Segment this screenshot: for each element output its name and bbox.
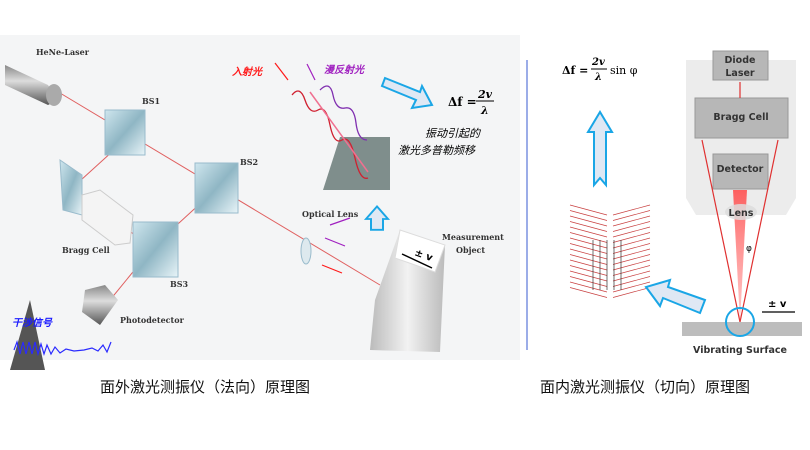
fringe-line [612, 254, 651, 265]
fringe-line [612, 226, 651, 238]
optical-lens-label: Optical Lens [302, 209, 359, 219]
fringe-line [569, 254, 608, 265]
lens-element [725, 204, 757, 220]
bs2-label: BS2 [240, 157, 258, 167]
right-formula-tail: sin φ [610, 64, 638, 77]
object-label-line2: Object [456, 245, 485, 255]
right-formula-numerator: 2v [591, 57, 605, 68]
fringe-line [569, 226, 608, 238]
vibrating-surface-label: Vibrating Surface [693, 345, 787, 356]
fringe-line [569, 276, 608, 287]
laser-beams [701, 82, 779, 323]
fringe-line [569, 232, 608, 243]
incident-light-label: 入射光 [231, 66, 263, 78]
left-arrow-icon [644, 278, 707, 315]
fringe-line [612, 232, 651, 243]
scattered-beam [733, 190, 747, 322]
detector-label: Detector [717, 164, 764, 175]
fringe-line [569, 210, 608, 221]
angle-label: φ [746, 244, 752, 254]
incident-arrow-small [321, 264, 343, 274]
photodetector-label: Photodetector [120, 315, 185, 325]
bragg-cell-label: Bragg Cell [62, 245, 110, 255]
bs1-label: BS1 [142, 96, 160, 106]
fringe-line [612, 243, 651, 254]
fringe-line [612, 270, 651, 282]
interference-signal-label: 干涉信号 [12, 317, 53, 329]
fringe-line [612, 265, 651, 276]
fringe-line [612, 281, 651, 293]
incident-arrow [274, 62, 289, 81]
formula-numerator: 2v [477, 88, 493, 101]
fringe-line [612, 276, 651, 287]
fringe-line [612, 210, 651, 221]
fringe-line [612, 248, 651, 260]
optical-lens [300, 237, 312, 265]
diode-label-line2: Laser [725, 68, 755, 79]
laser-label: HeNe-Laser [36, 47, 90, 57]
measurement-object [370, 229, 446, 352]
bragg-cell-box [694, 97, 789, 139]
detector-box [712, 153, 769, 190]
measurement-spot-circle [725, 307, 755, 337]
right-caption: 面内激光测振仪（切向）原理图 [540, 378, 751, 396]
hene-laser [5, 65, 62, 106]
scattered-light-label: 漫反射光 [324, 64, 365, 76]
right-formula-denominator: λ [594, 72, 602, 83]
fringe-line [612, 204, 651, 216]
doppler-text-line1: 振动引起的 [425, 127, 482, 140]
fringe-line [569, 265, 608, 276]
scattered-arrow-small [324, 217, 351, 247]
fringe-line [569, 237, 608, 249]
fringe-line [612, 221, 651, 232]
lens-label: Lens [729, 208, 754, 219]
fringe-line [612, 287, 651, 298]
diode-laser-box [712, 50, 769, 81]
doppler-text-line2: 激光多普勒频移 [398, 144, 476, 157]
incident-wave [291, 90, 369, 179]
double-arrow-icon [401, 253, 433, 269]
formula-denominator: λ [480, 104, 489, 117]
fringe-line [612, 259, 651, 271]
fringe-line [612, 237, 651, 249]
bs2-cube [194, 162, 239, 214]
fringe-line [569, 270, 608, 282]
bs1-cube [104, 109, 146, 156]
fringe-line [569, 215, 608, 227]
fringe-line [569, 204, 608, 216]
surface-velocity-label: ± v [768, 299, 787, 310]
right-formula-lhs: Δf = [562, 64, 588, 77]
bs3-cube [132, 221, 179, 278]
scattered-wave [319, 85, 368, 141]
fringe-pattern [569, 204, 651, 298]
fringe-line [569, 243, 608, 254]
fringe-line [612, 215, 651, 227]
fringe-line [569, 248, 608, 260]
interference-signal-wave [13, 339, 112, 357]
formula-lhs: Δf = [448, 95, 477, 109]
signal-background [10, 300, 45, 370]
scattered-arrow [306, 63, 316, 81]
beam-line [309, 91, 369, 173]
fringe-line [569, 287, 608, 298]
left-caption: 面外激光测振仪（法向）原理图 [100, 378, 311, 396]
object-label-line1: Measurement [442, 232, 504, 242]
bragg-cell [81, 189, 134, 246]
up-arrow-icon [363, 204, 391, 231]
vibrating-surface [682, 322, 802, 336]
bragg-cell-box-label: Bragg Cell [713, 112, 768, 123]
fringe-line [569, 259, 608, 271]
up-arrow-icon-right [586, 110, 614, 188]
right-arrow-icon [380, 76, 434, 110]
photodetector [82, 285, 118, 325]
diode-label-line1: Diode [725, 55, 756, 66]
bs3-label: BS3 [170, 279, 189, 289]
fringe-line [569, 281, 608, 293]
fringe-line [569, 221, 608, 232]
